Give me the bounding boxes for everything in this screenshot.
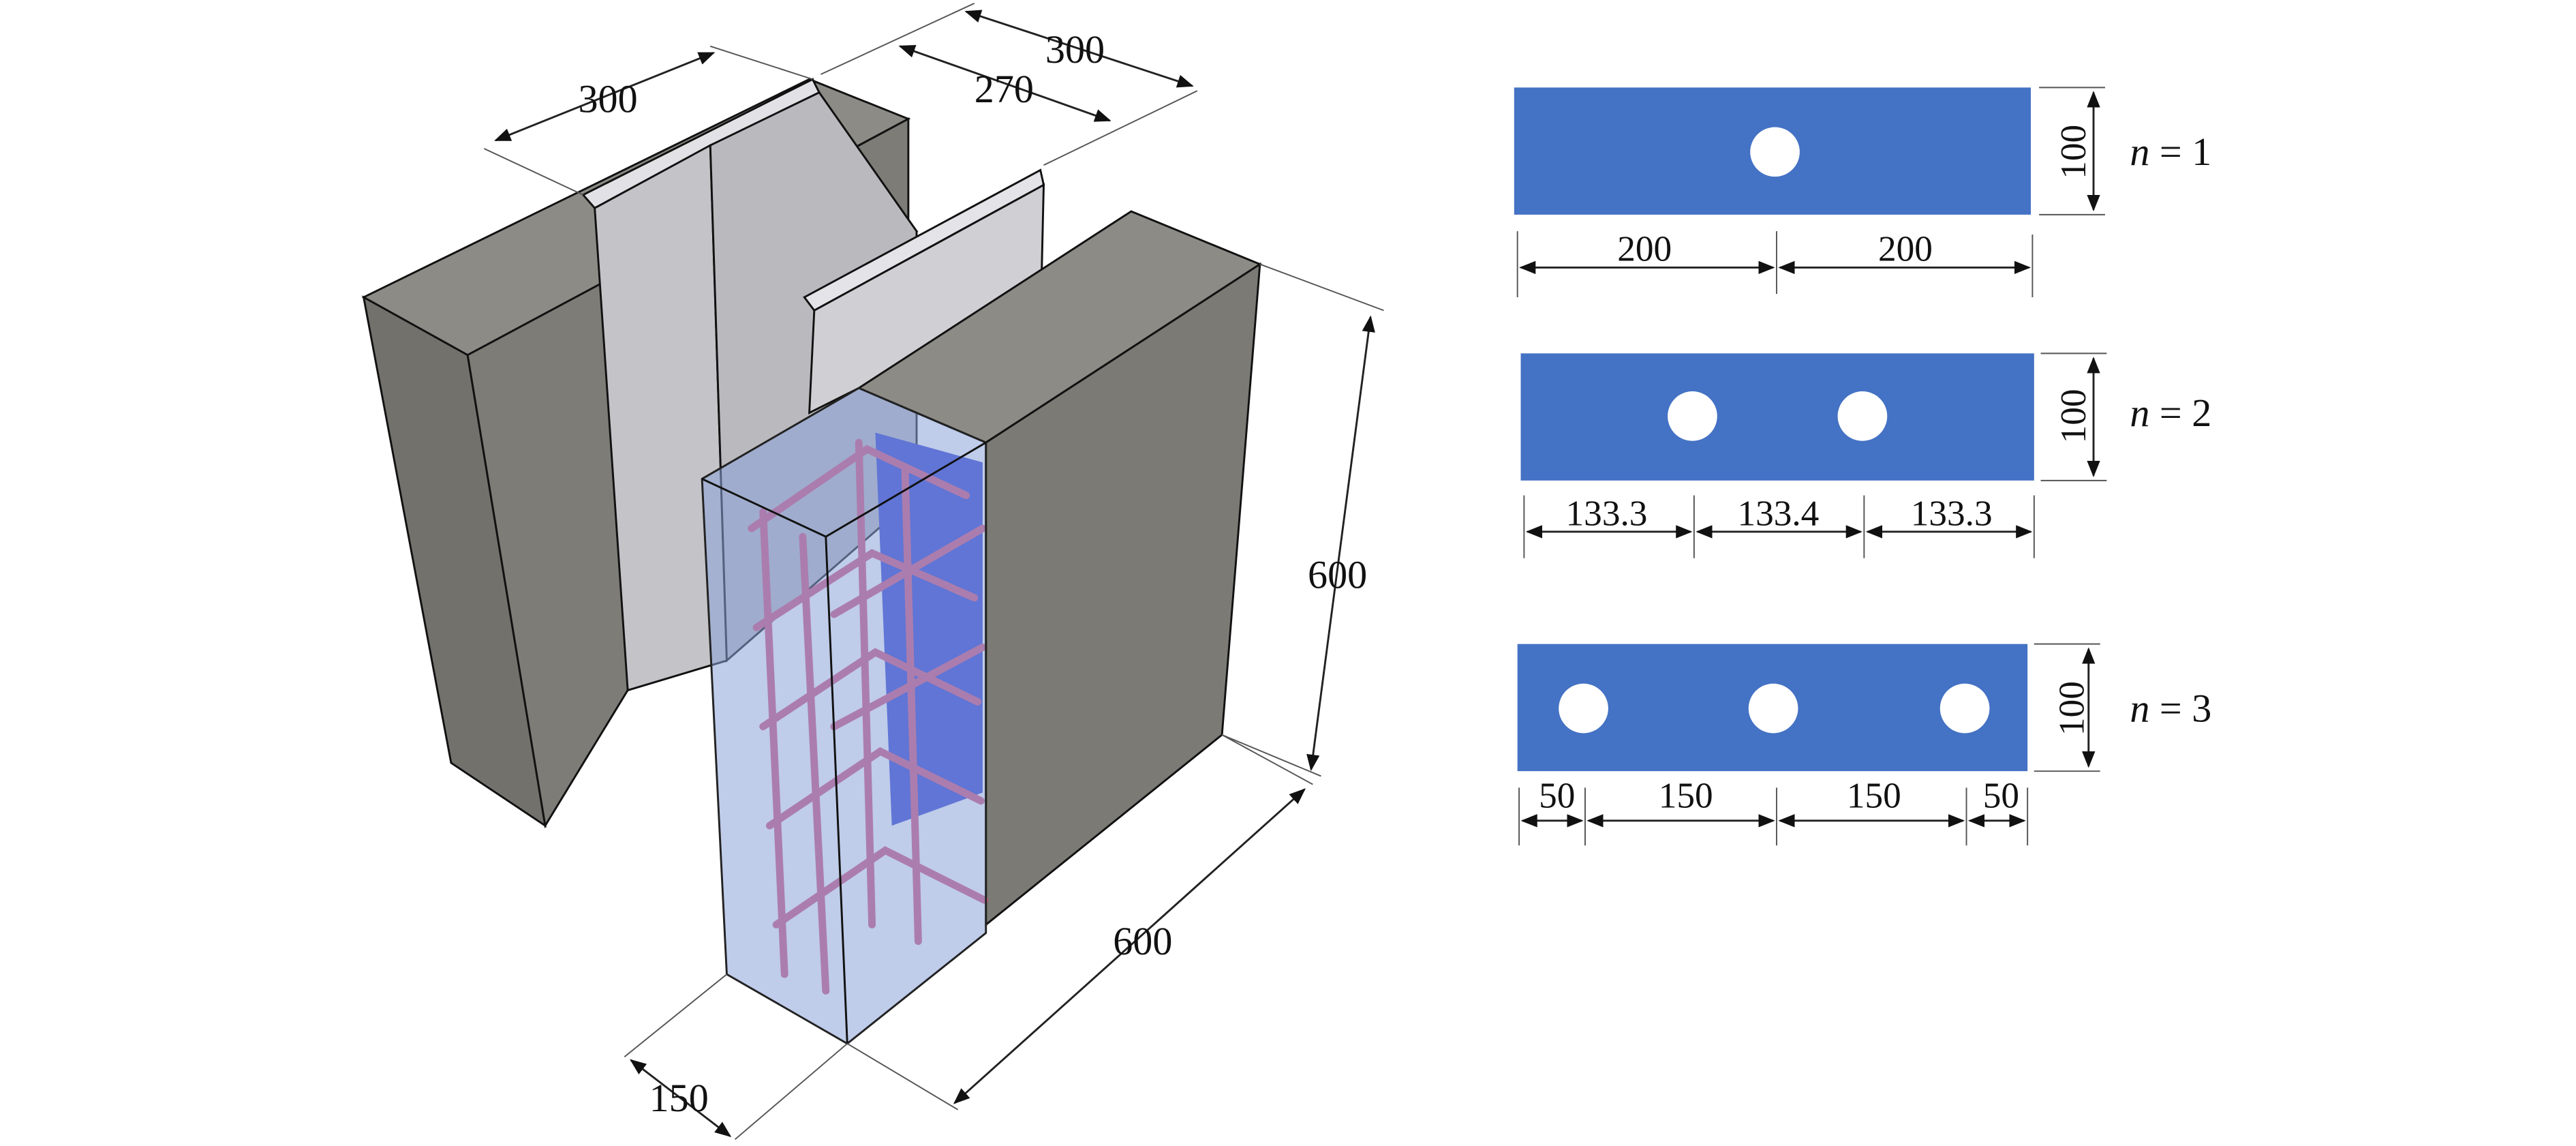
dim-flange-width-right: 300: [1045, 27, 1105, 72]
dim-thickness: 150: [649, 1076, 709, 1120]
plate-n1: 100 n = 1 200 200: [1514, 87, 2211, 297]
plate-label: n = 3: [2130, 686, 2211, 730]
plate-label: n = 2: [2130, 391, 2211, 435]
spacing-dim: 50: [1983, 775, 2019, 815]
dimension-lines-3d: [483, 2, 1384, 1141]
plate-n3: 100 n = 3 50 150 150 50: [1517, 643, 2211, 846]
plate-height-dim: 100: [2053, 125, 2094, 179]
dim-web-depth: 270: [975, 67, 1034, 111]
spacing-dim: 150: [1659, 775, 1713, 815]
specimen-3d-model: 300 270 300 600 600 150: [361, 2, 1384, 1141]
spacing-dim: 200: [1617, 229, 1672, 269]
plate-label: n = 1: [2130, 130, 2211, 174]
spacing-dim: 150: [1847, 775, 1901, 815]
dim-height: 600: [1308, 552, 1367, 597]
spacing-dim: 133.3: [1911, 493, 1993, 533]
plate-height-dim: 100: [2051, 681, 2091, 736]
dim-length: 600: [1113, 919, 1172, 963]
plate-n2: 100 n = 2 133.3 133.4 133.3: [1520, 352, 2211, 558]
spacing-dim: 133.4: [1737, 493, 1819, 533]
dim-flange-width-left: 300: [578, 77, 637, 121]
plate-height-dim: 100: [2053, 389, 2094, 443]
concrete-encasement-transparent: [701, 387, 988, 1045]
spacing-dim: 133.3: [1566, 493, 1648, 533]
spacing-dim: 50: [1539, 775, 1575, 815]
hole: [1750, 127, 1800, 177]
spacing-dim: 200: [1878, 229, 1933, 269]
